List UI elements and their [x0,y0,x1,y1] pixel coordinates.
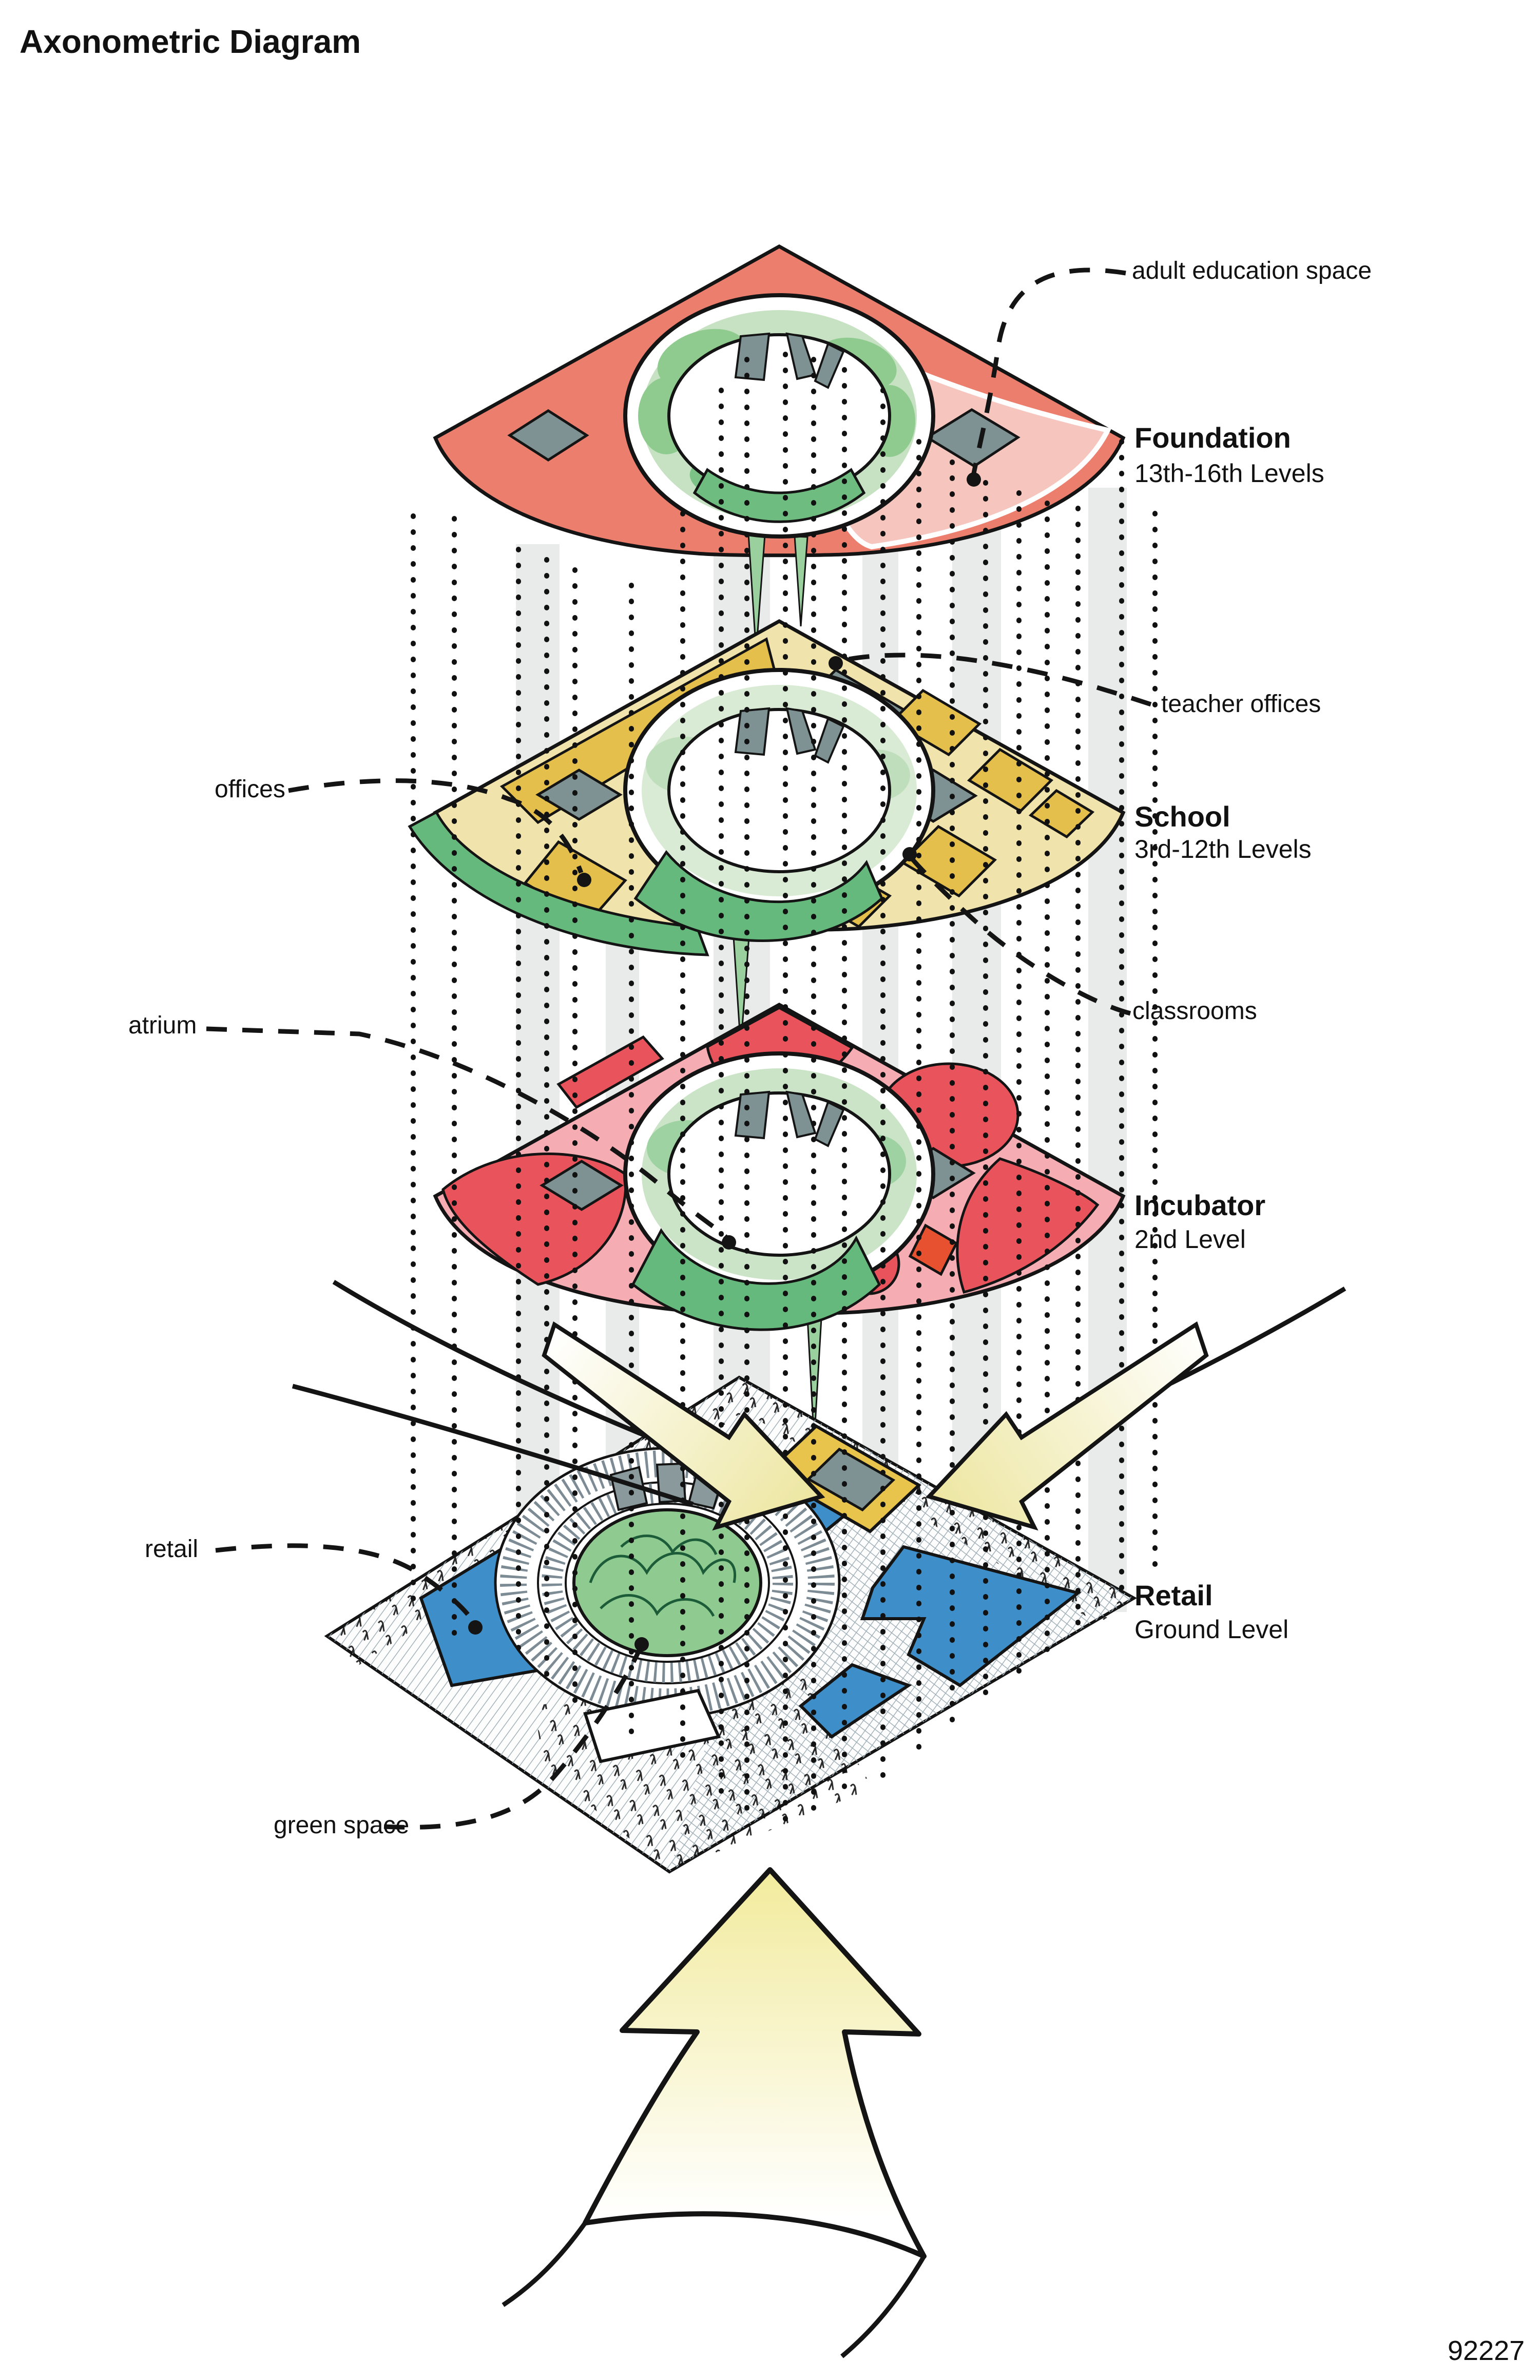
level-range-retail: Ground Level [1134,1615,1289,1644]
level-label-incubator: Incubator [1134,1189,1266,1221]
level-range-incubator: 2nd Level [1134,1225,1246,1254]
level-label-foundation: Foundation [1134,421,1291,454]
annotation-adult-education: adult education space [1132,257,1372,284]
leader-green-space [383,1649,642,1830]
projection-dotted-lines [411,352,1158,1830]
foundation-atrium [623,293,935,539]
annotation-teacher-offices: teacher offices [1161,690,1321,718]
school-plate [408,619,1126,1048]
plaza-stage [583,1688,721,1763]
level-range-foundation: 13th-16th Levels [1134,459,1324,488]
leader-offices [288,778,584,874]
leader-teacher-offices [838,652,1152,707]
annotation-leaders [206,267,1152,1830]
main-entry-arrow [502,1867,927,2358]
school-atrium [623,668,935,913]
annotation-retail: retail [145,1536,199,1563]
left-entry-arrow [292,1280,825,1531]
annotation-classrooms: classrooms [1132,997,1257,1025]
incubator-plate [433,1002,1126,1442]
incubator-green-mass [631,1228,881,1331]
level-range-school: 3rd-12th Levels [1134,835,1312,863]
level-label-retail: Retail [1134,1579,1213,1611]
right-entry-arrow [925,1287,1346,1531]
annotation-offices: offices [215,776,285,803]
annotation-dots [468,472,981,1652]
page-title: Axonometric Diagram [20,23,361,60]
figure-number: 92227 [1448,2335,1525,2366]
level-label-school: School [1134,800,1230,833]
leader-retail [215,1543,476,1624]
incubator-orange-room [908,1223,958,1276]
leader-adult-education [971,267,1126,474]
vegetation-drip [794,535,808,627]
annotation-atrium: atrium [128,1012,197,1039]
annotation-green-space: green space [274,1812,410,1839]
leader-atrium [206,1026,729,1240]
retail-plate [324,1375,1138,1874]
leader-classrooms [910,857,1131,1016]
retail-yellow-block-core [806,1447,896,1512]
incubator-atrium [623,1051,935,1297]
